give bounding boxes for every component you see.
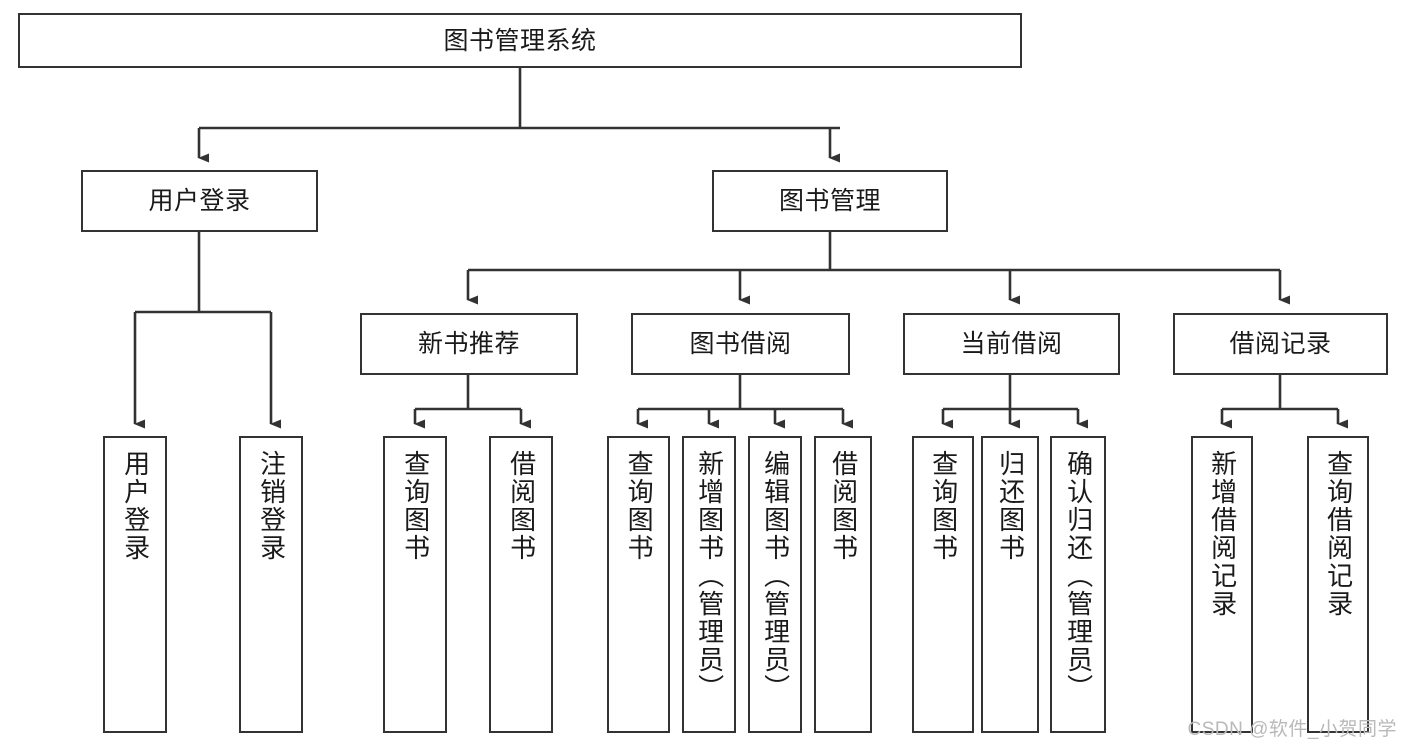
node-label: 新增借阅记录: [1207, 450, 1238, 618]
leaf-add-book-admin[interactable]: 新增图书（管理员）: [682, 436, 736, 733]
node-label: 图书管理系统: [443, 26, 597, 55]
node-label: 编辑图书（管理员）: [760, 450, 791, 702]
node-label: 查询图书: [624, 450, 655, 562]
node-current-borrow[interactable]: 当前借阅: [903, 313, 1120, 375]
leaf-borrow-book[interactable]: 借阅图书: [814, 436, 872, 733]
node-label: 确认归还（管理员）: [1063, 450, 1094, 702]
node-label: 查询图书: [400, 450, 431, 562]
leaf-query-book-current[interactable]: 查询图书: [912, 436, 974, 733]
node-label: 当前借阅: [960, 330, 1063, 358]
leaf-confirm-return-admin[interactable]: 确认归还（管理员）: [1050, 436, 1106, 733]
node-label: 图书管理: [778, 187, 881, 215]
node-label: 查询借阅记录: [1323, 450, 1354, 618]
node-borrow-record[interactable]: 借阅记录: [1173, 313, 1388, 375]
node-book-management[interactable]: 图书管理: [712, 170, 948, 232]
node-label: 用户登录: [148, 187, 251, 215]
node-book-borrow[interactable]: 图书借阅: [631, 313, 850, 375]
node-label: 借阅记录: [1229, 330, 1332, 358]
node-label: 用户登录: [120, 450, 151, 562]
leaf-query-book-borrow[interactable]: 查询图书: [607, 436, 670, 733]
node-label: 借阅图书: [828, 450, 859, 562]
leaf-query-book-recommend[interactable]: 查询图书: [383, 436, 447, 733]
leaf-user-logout[interactable]: 注销登录: [239, 436, 303, 733]
node-new-book-recommend[interactable]: 新书推荐: [360, 313, 578, 375]
node-label: 新书推荐: [417, 330, 520, 358]
leaf-add-borrow-record[interactable]: 新增借阅记录: [1191, 436, 1253, 733]
node-label: 新增图书（管理员）: [694, 450, 725, 702]
node-label: 借阅图书: [506, 450, 537, 562]
leaf-query-borrow-record[interactable]: 查询借阅记录: [1307, 436, 1369, 733]
node-label: 图书借阅: [689, 330, 792, 358]
leaf-return-book[interactable]: 归还图书: [981, 436, 1039, 733]
node-label: 查询图书: [928, 450, 959, 562]
leaf-borrow-book-recommend[interactable]: 借阅图书: [489, 436, 553, 733]
node-root-book-management-system[interactable]: 图书管理系统: [18, 13, 1022, 68]
leaf-user-login[interactable]: 用户登录: [103, 436, 167, 733]
csdn-watermark: CSDN @软件_小贺同学: [1187, 719, 1397, 740]
node-user-login[interactable]: 用户登录: [81, 170, 318, 232]
node-label: 注销登录: [256, 450, 287, 562]
leaf-edit-book-admin[interactable]: 编辑图书（管理员）: [748, 436, 802, 733]
node-label: 归还图书: [995, 450, 1026, 562]
